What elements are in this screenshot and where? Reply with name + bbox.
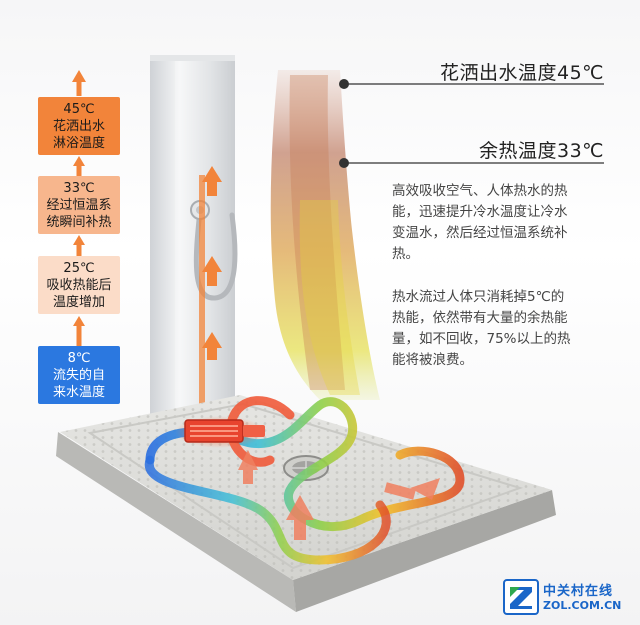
stage-33c-line-1: 经过恒温系 (46, 198, 112, 213)
description-1-line-4: 热。 (392, 246, 419, 262)
stage-box-45c: 45℃ 花洒出水 淋浴温度 (38, 97, 120, 155)
stage-45c-line-2: 淋浴温度 (52, 136, 105, 151)
stage-25c-temp: 25℃ (63, 261, 95, 276)
description-2-line-2: 热能，依然带有大量的余热能 (392, 310, 568, 326)
stage-box-8c: 8℃ 流失的自 来水温度 (38, 346, 120, 404)
description-2-line-1: 热水流过人体只消耗掉5℃的 (392, 289, 565, 305)
stage-8c-line-2: 来水温度 (52, 385, 105, 400)
description-heat-recovery: 高效吸收空气、人体热水的热 能，迅速提升冷水温度让冷水 变温水，然后经过恒温系统… (392, 181, 610, 265)
heating-element (175, 416, 265, 448)
description-1-line-3: 变温水，然后经过恒温系统补 (392, 225, 568, 241)
description-2-line-3: 量，如不回收，75%以上的热 (392, 331, 571, 347)
zol-logo: 中关村在线 ZOL.COM.CN (503, 577, 627, 621)
flow-arrows (238, 450, 440, 540)
stage-8c-line-1: 流失的自 (52, 368, 105, 383)
water-stream (270, 70, 380, 400)
stage-45c-line-1: 花洒出水 (52, 119, 105, 134)
stage-box-33c: 33℃ 经过恒温系 统瞬间补热 (38, 176, 120, 234)
stage-45c-temp: 45℃ (63, 102, 95, 117)
callout-residual-temp: 余热温度33℃ (478, 140, 604, 162)
description-2-line-4: 能将被浪费。 (392, 352, 473, 368)
description-1-line-2: 能，迅速提升冷水温度让冷水 (392, 204, 568, 220)
description-heat-waste: 热水流过人体只消耗掉5℃的 热能，依然带有大量的余热能 量，如不回收，75%以上… (392, 287, 610, 371)
stage-33c-line-2: 统瞬间补热 (46, 215, 112, 230)
zol-logo-icon (503, 579, 539, 615)
shower-tray (56, 395, 556, 612)
heat-pipe (199, 166, 222, 425)
stage-25c-line-2: 温度增加 (52, 295, 105, 310)
stage-25c-line-1: 吸收热能后 (46, 278, 112, 293)
description-1-line-1: 高效吸收空气、人体热水的热 (392, 183, 568, 199)
shower-pillar (150, 55, 235, 420)
shower-hose (193, 207, 238, 301)
stage-33c-temp: 33℃ (63, 181, 95, 196)
zol-logo-cn: 中关村在线 (543, 584, 614, 599)
stage-box-25c: 25℃ 吸收热能后 温度增加 (38, 256, 120, 314)
stage-8c-temp: 8℃ (67, 351, 91, 366)
temperature-rise-arrow (72, 70, 86, 346)
zol-logo-en: ZOL.COM.CN (543, 599, 622, 612)
callout-shower-temp: 花洒出水温度45℃ (439, 62, 604, 84)
